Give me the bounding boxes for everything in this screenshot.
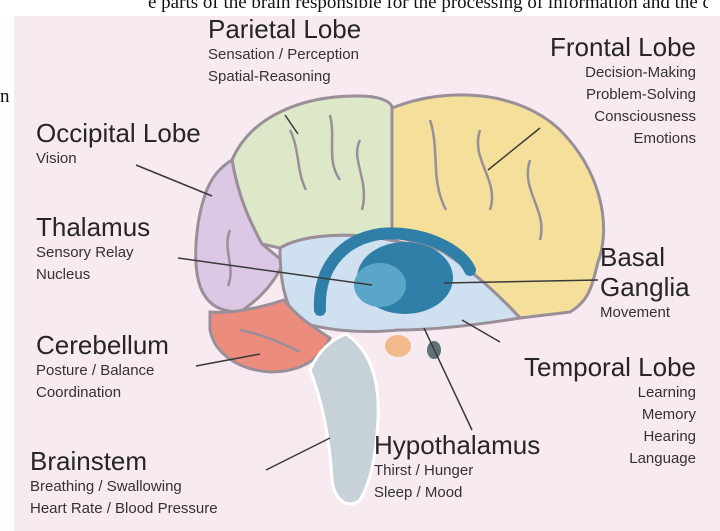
label-thalamus: Thalamus Sensory Relay Nucleus xyxy=(36,212,150,286)
frontal-lobe-function: Problem-Solving xyxy=(520,84,696,106)
brainstem-title: Brainstem xyxy=(30,446,218,476)
occipital-lobe-title: Occipital Lobe xyxy=(36,118,201,148)
hypothalamus-title: Hypothalamus xyxy=(374,430,540,460)
label-parietal-lobe: Parietal Lobe Sensation / Perception Spa… xyxy=(208,14,361,88)
label-cerebellum: Cerebellum Posture / Balance Coordinatio… xyxy=(36,330,169,404)
hypothalamus-function: Sleep / Mood xyxy=(374,482,540,504)
brainstem-function: Breathing / Swallowing xyxy=(30,476,218,498)
cerebellum-title: Cerebellum xyxy=(36,330,169,360)
label-occipital-lobe: Occipital Lobe Vision xyxy=(36,118,201,170)
basal-ganglia-function: Movement xyxy=(600,302,690,324)
label-brainstem: Brainstem Breathing / Swallowing Heart R… xyxy=(30,446,218,520)
parietal-lobe-region xyxy=(232,96,392,248)
brainstem-region xyxy=(310,334,378,504)
brainstem-function: Heart Rate / Blood Pressure xyxy=(30,498,218,520)
frontal-lobe-function: Decision-Making xyxy=(520,62,696,84)
thalamus-highlight xyxy=(354,263,406,307)
hypothalamus-region xyxy=(385,335,411,357)
frontal-lobe-title: Frontal Lobe xyxy=(520,32,696,62)
basal-ganglia-title: Ganglia xyxy=(600,272,690,302)
temporal-lobe-title: Temporal Lobe xyxy=(480,352,696,382)
occipital-lobe-function: Vision xyxy=(36,148,201,170)
cerebellum-function: Coordination xyxy=(36,382,169,404)
label-hypothalamus: Hypothalamus Thirst / Hunger Sleep / Moo… xyxy=(374,430,540,504)
thalamus-title: Thalamus xyxy=(36,212,150,242)
temporal-lobe-function: Memory xyxy=(480,404,696,426)
label-basal-ganglia: Basal Ganglia Movement xyxy=(600,242,690,324)
frontal-lobe-function: Consciousness xyxy=(520,106,696,128)
parietal-lobe-function: Spatial-Reasoning xyxy=(208,66,361,88)
cerebellum-function: Posture / Balance xyxy=(36,360,169,382)
frontal-lobe-function: Emotions xyxy=(520,128,696,150)
hypothalamus-function: Thirst / Hunger xyxy=(374,460,540,482)
thalamus-function: Nucleus xyxy=(36,264,150,286)
thalamus-function: Sensory Relay xyxy=(36,242,150,264)
temporal-lobe-function: Learning xyxy=(480,382,696,404)
parietal-lobe-title: Parietal Lobe xyxy=(208,14,361,44)
label-frontal-lobe: Frontal Lobe Decision-Making Problem-Sol… xyxy=(520,32,696,150)
parietal-lobe-function: Sensation / Perception xyxy=(208,44,361,66)
basal-ganglia-title: Basal xyxy=(600,242,690,272)
